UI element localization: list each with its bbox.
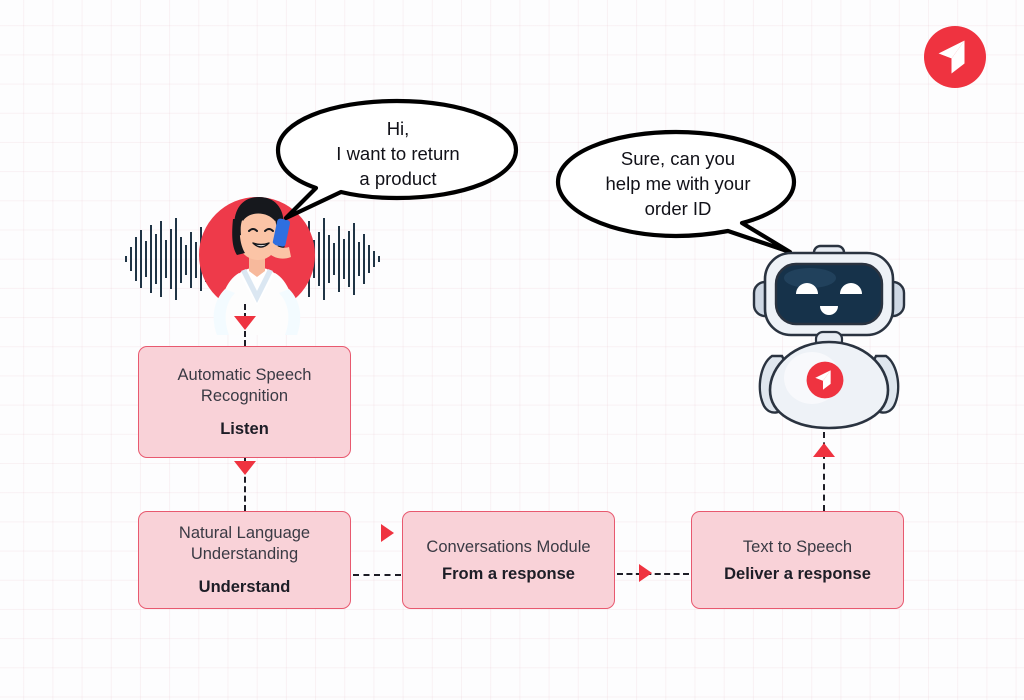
pipeline-step-asr-title: Automatic Speech Recognition: [177, 366, 312, 405]
pipeline-step-conversations[interactable]: Conversations Module From a response: [402, 511, 615, 609]
pipeline-step-nlu[interactable]: Natural Language Understanding Understan…: [138, 511, 351, 609]
pipeline-step-nlu-title: Natural Language Understanding: [178, 524, 311, 563]
bot-speech-bubble-text: Sure, can you help me with your order ID: [605, 148, 751, 219]
user-speech-bubble: [272, 97, 522, 222]
connector-tts-to-robot: [823, 432, 825, 511]
pipeline-step-tts[interactable]: Text to Speech Deliver a response: [691, 511, 904, 609]
pipeline-step-asr[interactable]: Automatic Speech Recognition Listen: [138, 346, 351, 458]
pipeline-step-tts-title: Text to Speech: [742, 537, 853, 556]
arrowhead-conversations-to-tts: [639, 564, 652, 582]
pipeline-step-conversations-title: Conversations Module: [426, 537, 591, 556]
user-speech-bubble-text: Hi, I want to return a product: [336, 118, 460, 189]
pipeline-step-conversations-action: From a response: [442, 564, 575, 583]
pipeline-step-nlu-action: Understand: [198, 578, 291, 596]
bot-speech-bubble: [552, 128, 800, 256]
arrowhead-asr-to-nlu: [234, 461, 256, 475]
brand-logo: [923, 25, 987, 89]
pipeline-step-asr-action: Listen: [220, 420, 269, 438]
arrowhead-human-to-asr: [234, 316, 256, 330]
arrowhead-nlu-to-conversations: [381, 524, 394, 542]
connector-conversations-to-tts: [617, 573, 689, 575]
waveform-left-bars: [125, 218, 212, 300]
connector-asr-to-nlu: [244, 458, 246, 511]
connector-nlu-to-conversations: [353, 574, 401, 576]
pipeline-step-tts-action: Deliver a response: [724, 564, 871, 583]
robot-assistant-illustration: [740, 238, 918, 430]
robot-chest-logo: [806, 361, 844, 399]
arrowhead-tts-to-robot: [813, 443, 835, 457]
